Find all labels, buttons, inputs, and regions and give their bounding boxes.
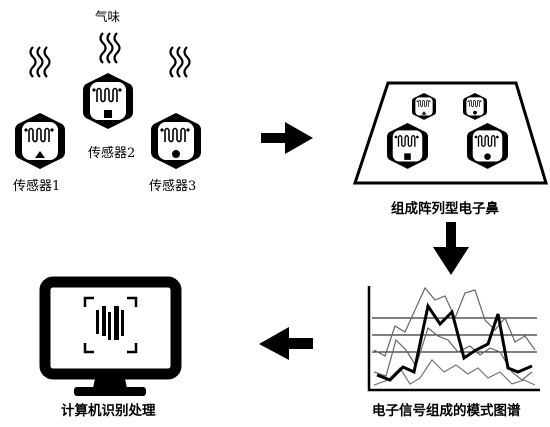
- circle-marker-icon: [172, 150, 180, 158]
- odor-wave-icon: [29, 45, 51, 79]
- sensor-1-icon: [14, 112, 66, 170]
- sensor-3-label: 传感器3: [149, 179, 197, 194]
- odor-label: 气味: [95, 9, 121, 24]
- barcode-icon: [83, 296, 138, 354]
- odor-wave-icon: [99, 31, 121, 65]
- sensor-array-icon: [352, 81, 549, 185]
- sensor-2-icon: [82, 72, 134, 130]
- pattern-label: 电子信号组成的模式图谱: [372, 403, 521, 419]
- sensor-3-icon: [150, 112, 202, 170]
- array-label: 组成阵列型电子鼻: [391, 201, 499, 217]
- triangle-marker-icon: [35, 151, 45, 158]
- arrow-down-icon: [433, 222, 469, 275]
- sensor-1-label: 传感器1: [13, 179, 61, 194]
- square-marker-icon: [104, 110, 112, 118]
- computer-monitor-icon: [39, 276, 182, 396]
- odor-wave-icon: [169, 45, 191, 79]
- arrow-left-icon: [259, 327, 313, 360]
- sensor-2-label: 传感器2: [88, 146, 136, 161]
- pattern-graph-icon: [367, 286, 540, 392]
- arrow-right-icon: [261, 122, 313, 154]
- computer-label: 计算机识别处理: [61, 403, 156, 419]
